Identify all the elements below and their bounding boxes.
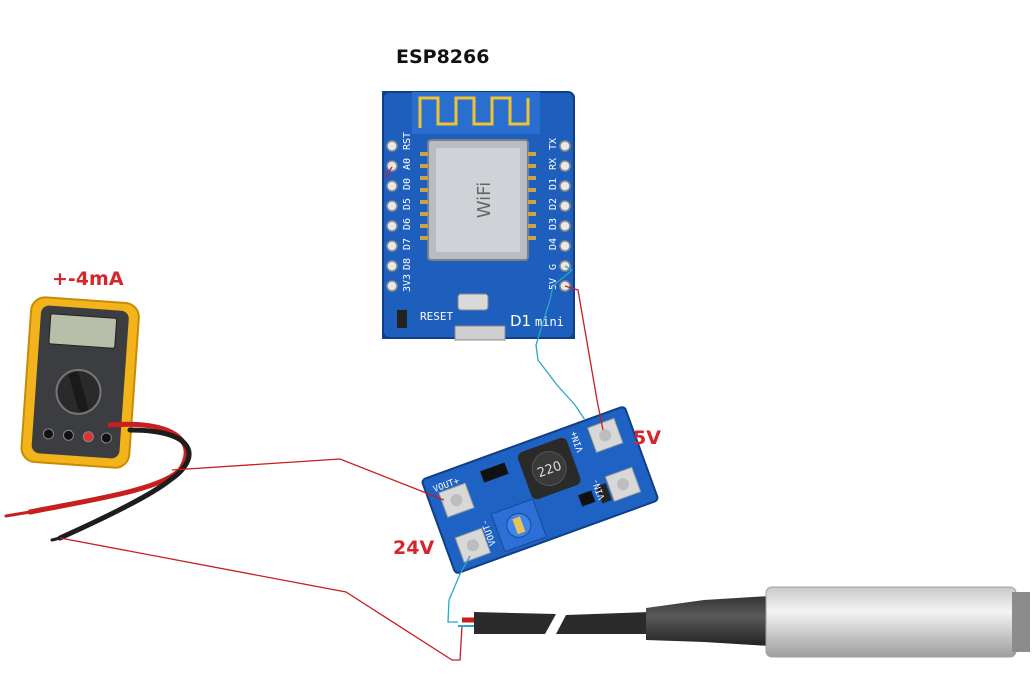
pin-label-right: D4 [548,238,559,250]
current-label: +-4mA [52,268,124,290]
pin-label-left: D5 [402,198,413,210]
pin-label-right: G [548,264,559,270]
pin-label-left: D7 [402,238,413,250]
pin-label-right: 5V [548,278,559,290]
antenna-trace [412,92,540,134]
pressure-sensor-probe [458,586,1030,658]
pin-label-left: RST [402,132,413,150]
pin-label-left: D6 [402,218,413,230]
pin-label-right: D2 [548,198,559,210]
strain-relief [646,596,770,646]
pin-label-right: D1 [548,178,559,190]
pin-label-right: D3 [548,218,559,230]
esp-title-label: ESP8266 [396,46,490,68]
reset-label: RESET [420,310,453,323]
pin-label-right: TX [548,138,559,150]
pin-label-right: RX [548,158,559,170]
pin-label-left: D0 [402,178,413,190]
wires [59,166,604,661]
pin-label-left: A0 [402,158,413,170]
esp8266-d1-mini-board: WiFi RST A0 D0 D5 D6 D7 D8 3V3 TX RX D1 … [382,91,575,341]
multimeter [20,296,140,469]
multimeter-display [48,313,118,349]
output-voltage-label: 24V [393,537,435,559]
board-name-suffix: mini [535,315,564,329]
probe-body [765,586,1017,658]
wifi-logo: WiFi [474,182,495,218]
board-name: D1 [510,312,531,330]
pin-label-left: 3V3 [402,274,413,292]
reset-button [457,293,489,311]
pin-label-left: D8 [402,258,413,270]
input-voltage-label: 5V [633,427,661,449]
usb-port [454,325,506,341]
header-pins-left [386,140,398,292]
boost-converter-module: 220 VIN+ VIN- VOUT+ VOUT- [421,406,659,574]
header-pins-right [559,140,571,292]
